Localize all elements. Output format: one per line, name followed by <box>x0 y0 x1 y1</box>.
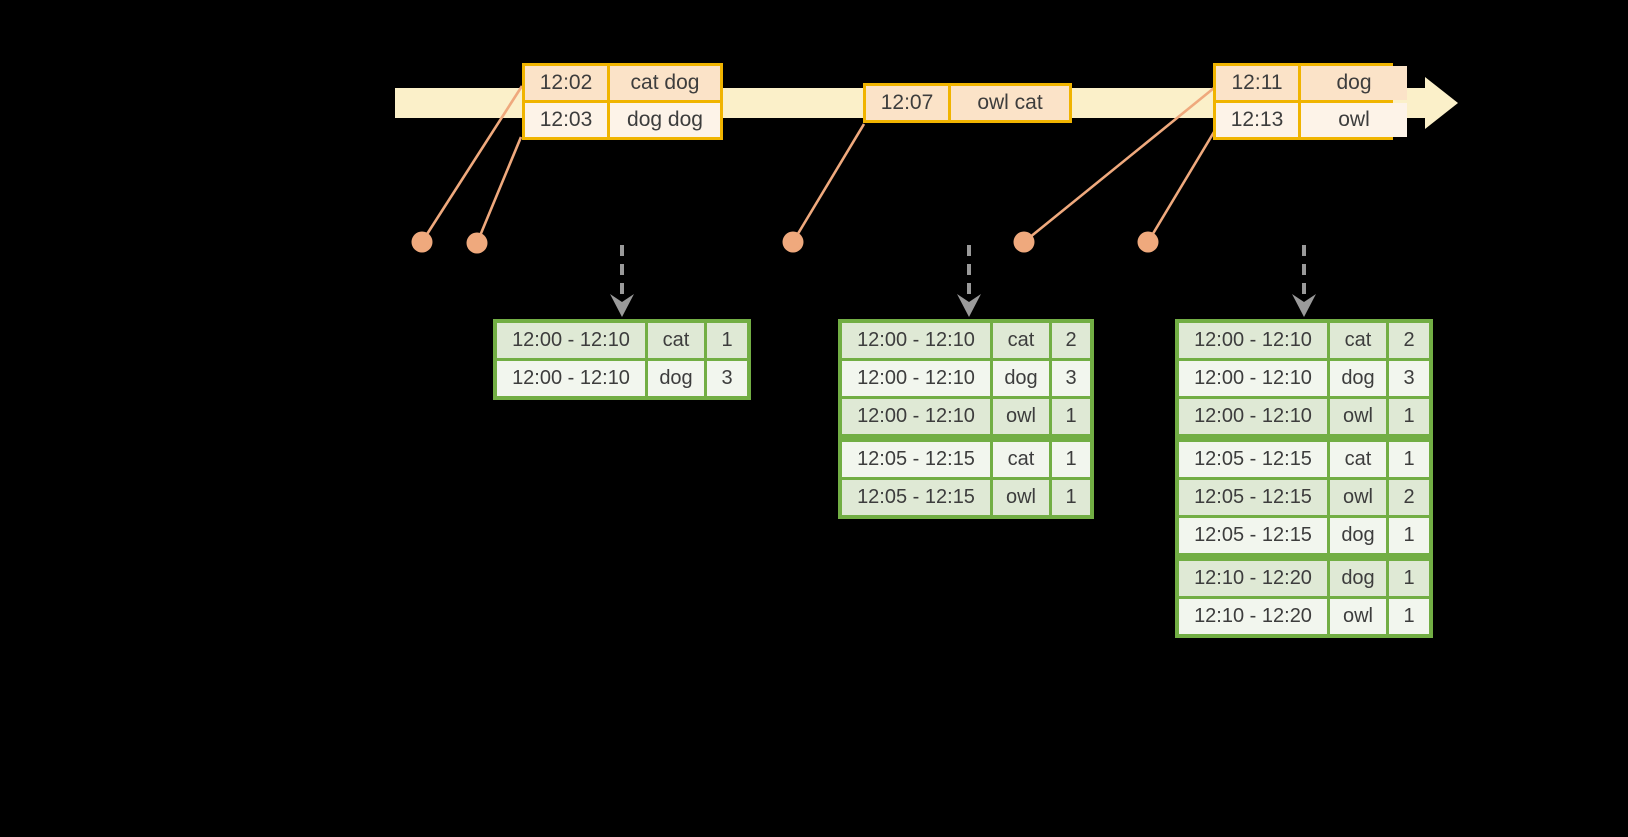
result-word: owl <box>993 480 1049 515</box>
result-count: 2 <box>1052 323 1090 358</box>
result-window: 12:00 - 12:10 <box>842 361 990 396</box>
event-time: 12:03 <box>525 103 607 137</box>
event-time: 12:11 <box>1216 66 1298 100</box>
result-word: owl <box>1330 399 1386 434</box>
result-count: 1 <box>1389 518 1429 553</box>
trigger-arrowhead-icon <box>610 294 634 317</box>
event-words: cat dog <box>610 66 720 100</box>
result-word: cat <box>648 323 704 358</box>
result-window: 12:00 - 12:10 <box>497 323 645 358</box>
result-window: 12:05 - 12:15 <box>842 480 990 515</box>
event-dot-icon <box>1137 231 1159 253</box>
event-dot-icon <box>782 231 804 253</box>
event-dot-icon <box>411 231 433 253</box>
result-word: dog <box>1330 518 1386 553</box>
result-count: 1 <box>1052 442 1090 477</box>
result-count: 3 <box>1052 361 1090 396</box>
event-dots <box>411 231 1159 254</box>
trigger-arrowhead-icon <box>957 294 981 317</box>
event-connector-line <box>420 85 524 243</box>
timeline-arrow-icon <box>1425 77 1458 129</box>
result-word: dog <box>993 361 1049 396</box>
event-time: 12:02 <box>525 66 607 100</box>
event-connector-line <box>475 136 523 244</box>
event-dot-icon <box>466 232 488 254</box>
result-count: 1 <box>1389 561 1429 596</box>
result-word: owl <box>1330 599 1386 634</box>
result-count: 3 <box>707 361 747 396</box>
event-dot-icon <box>1013 231 1035 253</box>
event-connector-line <box>1146 131 1216 243</box>
result-window: 12:00 - 12:10 <box>842 399 990 434</box>
trigger-arrowhead-icon <box>1292 294 1316 317</box>
result-word: owl <box>993 399 1049 434</box>
result-window: 12:00 - 12:10 <box>1179 323 1327 358</box>
result-count: 2 <box>1389 480 1429 515</box>
result-count: 1 <box>1052 399 1090 434</box>
result-word: cat <box>1330 442 1386 477</box>
trigger-arrows <box>610 245 1316 317</box>
event-connector-line <box>791 123 866 243</box>
result-window: 12:10 - 12:20 <box>1179 599 1327 634</box>
result-count: 1 <box>1389 599 1429 634</box>
event-time: 12:07 <box>866 86 948 120</box>
result-window: 12:00 - 12:10 <box>842 323 990 358</box>
result-word: owl <box>1330 480 1386 515</box>
result-count: 2 <box>1389 323 1429 358</box>
result-word: dog <box>1330 561 1386 596</box>
result-word: cat <box>993 442 1049 477</box>
event-words: owl <box>1301 103 1407 137</box>
event-connector-lines <box>420 85 1216 244</box>
result-word: dog <box>648 361 704 396</box>
result-window: 12:05 - 12:15 <box>842 442 990 477</box>
result-window: 12:05 - 12:15 <box>1179 442 1327 477</box>
result-word: dog <box>1330 361 1386 396</box>
result-count: 1 <box>1389 399 1429 434</box>
result-word: cat <box>993 323 1049 358</box>
result-window: 12:05 - 12:15 <box>1179 480 1327 515</box>
result-count: 1 <box>1389 442 1429 477</box>
event-words: dog <box>1301 66 1407 100</box>
result-window: 12:00 - 12:10 <box>1179 399 1327 434</box>
result-window: 12:00 - 12:10 <box>497 361 645 396</box>
result-count: 1 <box>707 323 747 358</box>
result-window: 12:00 - 12:10 <box>1179 361 1327 396</box>
event-connector-line <box>1023 86 1215 244</box>
result-window: 12:10 - 12:20 <box>1179 561 1327 596</box>
result-window: 12:05 - 12:15 <box>1179 518 1327 553</box>
event-words: dog dog <box>610 103 720 137</box>
event-words: owl cat <box>951 86 1069 120</box>
result-count: 3 <box>1389 361 1429 396</box>
event-time: 12:13 <box>1216 103 1298 137</box>
result-word: cat <box>1330 323 1386 358</box>
result-count: 1 <box>1052 480 1090 515</box>
